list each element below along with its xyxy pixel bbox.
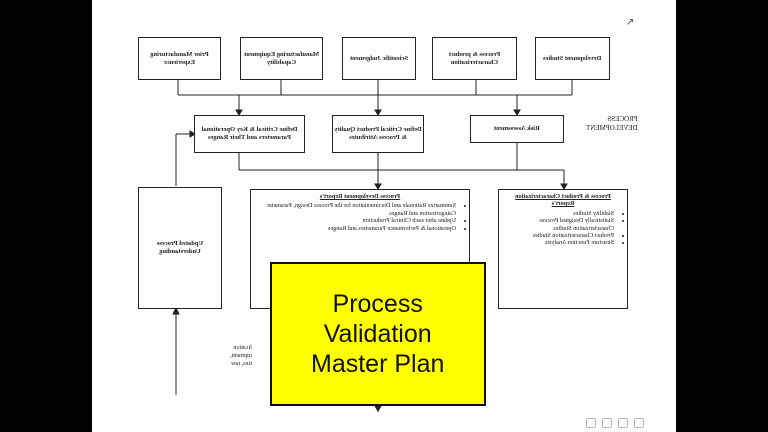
report-right-item: Product Characterization Studies	[504, 232, 614, 239]
next-slide-icon[interactable]	[634, 418, 644, 428]
report-left-item: Summarize Rationale and Documentation fo…	[256, 202, 456, 217]
report-right-item: Stability Studies	[504, 210, 614, 217]
box-development-studies: Development Studies	[535, 37, 610, 80]
report-left-title: Process Development Report's	[319, 193, 401, 200]
slide-toolbar[interactable]	[586, 418, 644, 428]
box-process-product-characterization: Process & product Characterization	[432, 37, 517, 80]
overlay-line: Process	[332, 290, 424, 318]
box-updated-process-understanding: Updated Process Understanding	[138, 187, 222, 309]
menu-icon[interactable]	[618, 418, 628, 428]
partial-text-fragment: lication uipment, ties, raw	[230, 344, 252, 367]
overlay-line: Master Plan	[311, 350, 445, 378]
process-development-label: PROCESS DEVELOPMENT	[586, 115, 638, 132]
box-define-critical-product-quality: Define Critical Product Quality & Proces…	[332, 115, 424, 153]
overlay-line: Validation	[324, 320, 432, 348]
box-manufacturing-equipment-capability: Manufacturing Equipment Capability	[240, 37, 323, 80]
report-right-title: Process & Product Characterization Repor…	[515, 193, 611, 208]
box-scientific-judgement: Scientific Judgement	[342, 37, 416, 80]
report-left-item: Update after each Clinical Production	[256, 217, 456, 224]
report-right-item: Statistically Designed Process Character…	[504, 217, 614, 232]
box-define-critical-key-parameters: Define Critical & Key Operational Parame…	[194, 115, 305, 153]
report-left-item: Operational & Performance Parameters and…	[256, 225, 456, 232]
slide: Prior Manufacturing Experience Manufactu…	[92, 0, 676, 432]
box-risk-assessment: Risk Assessment	[470, 115, 564, 143]
prev-slide-icon[interactable]	[586, 418, 596, 428]
validation-master-plan-overlay: Process Validation Master Plan	[270, 262, 486, 406]
cursor-icon: ↖	[626, 17, 635, 28]
pen-icon[interactable]	[602, 418, 612, 428]
report-right-item: Structure Function Analysis	[504, 239, 614, 246]
box-prior-manufacturing-experience: Prior Manufacturing Experience	[138, 37, 221, 80]
box-characterization-reports: Process & Product Characterization Repor…	[498, 189, 628, 309]
